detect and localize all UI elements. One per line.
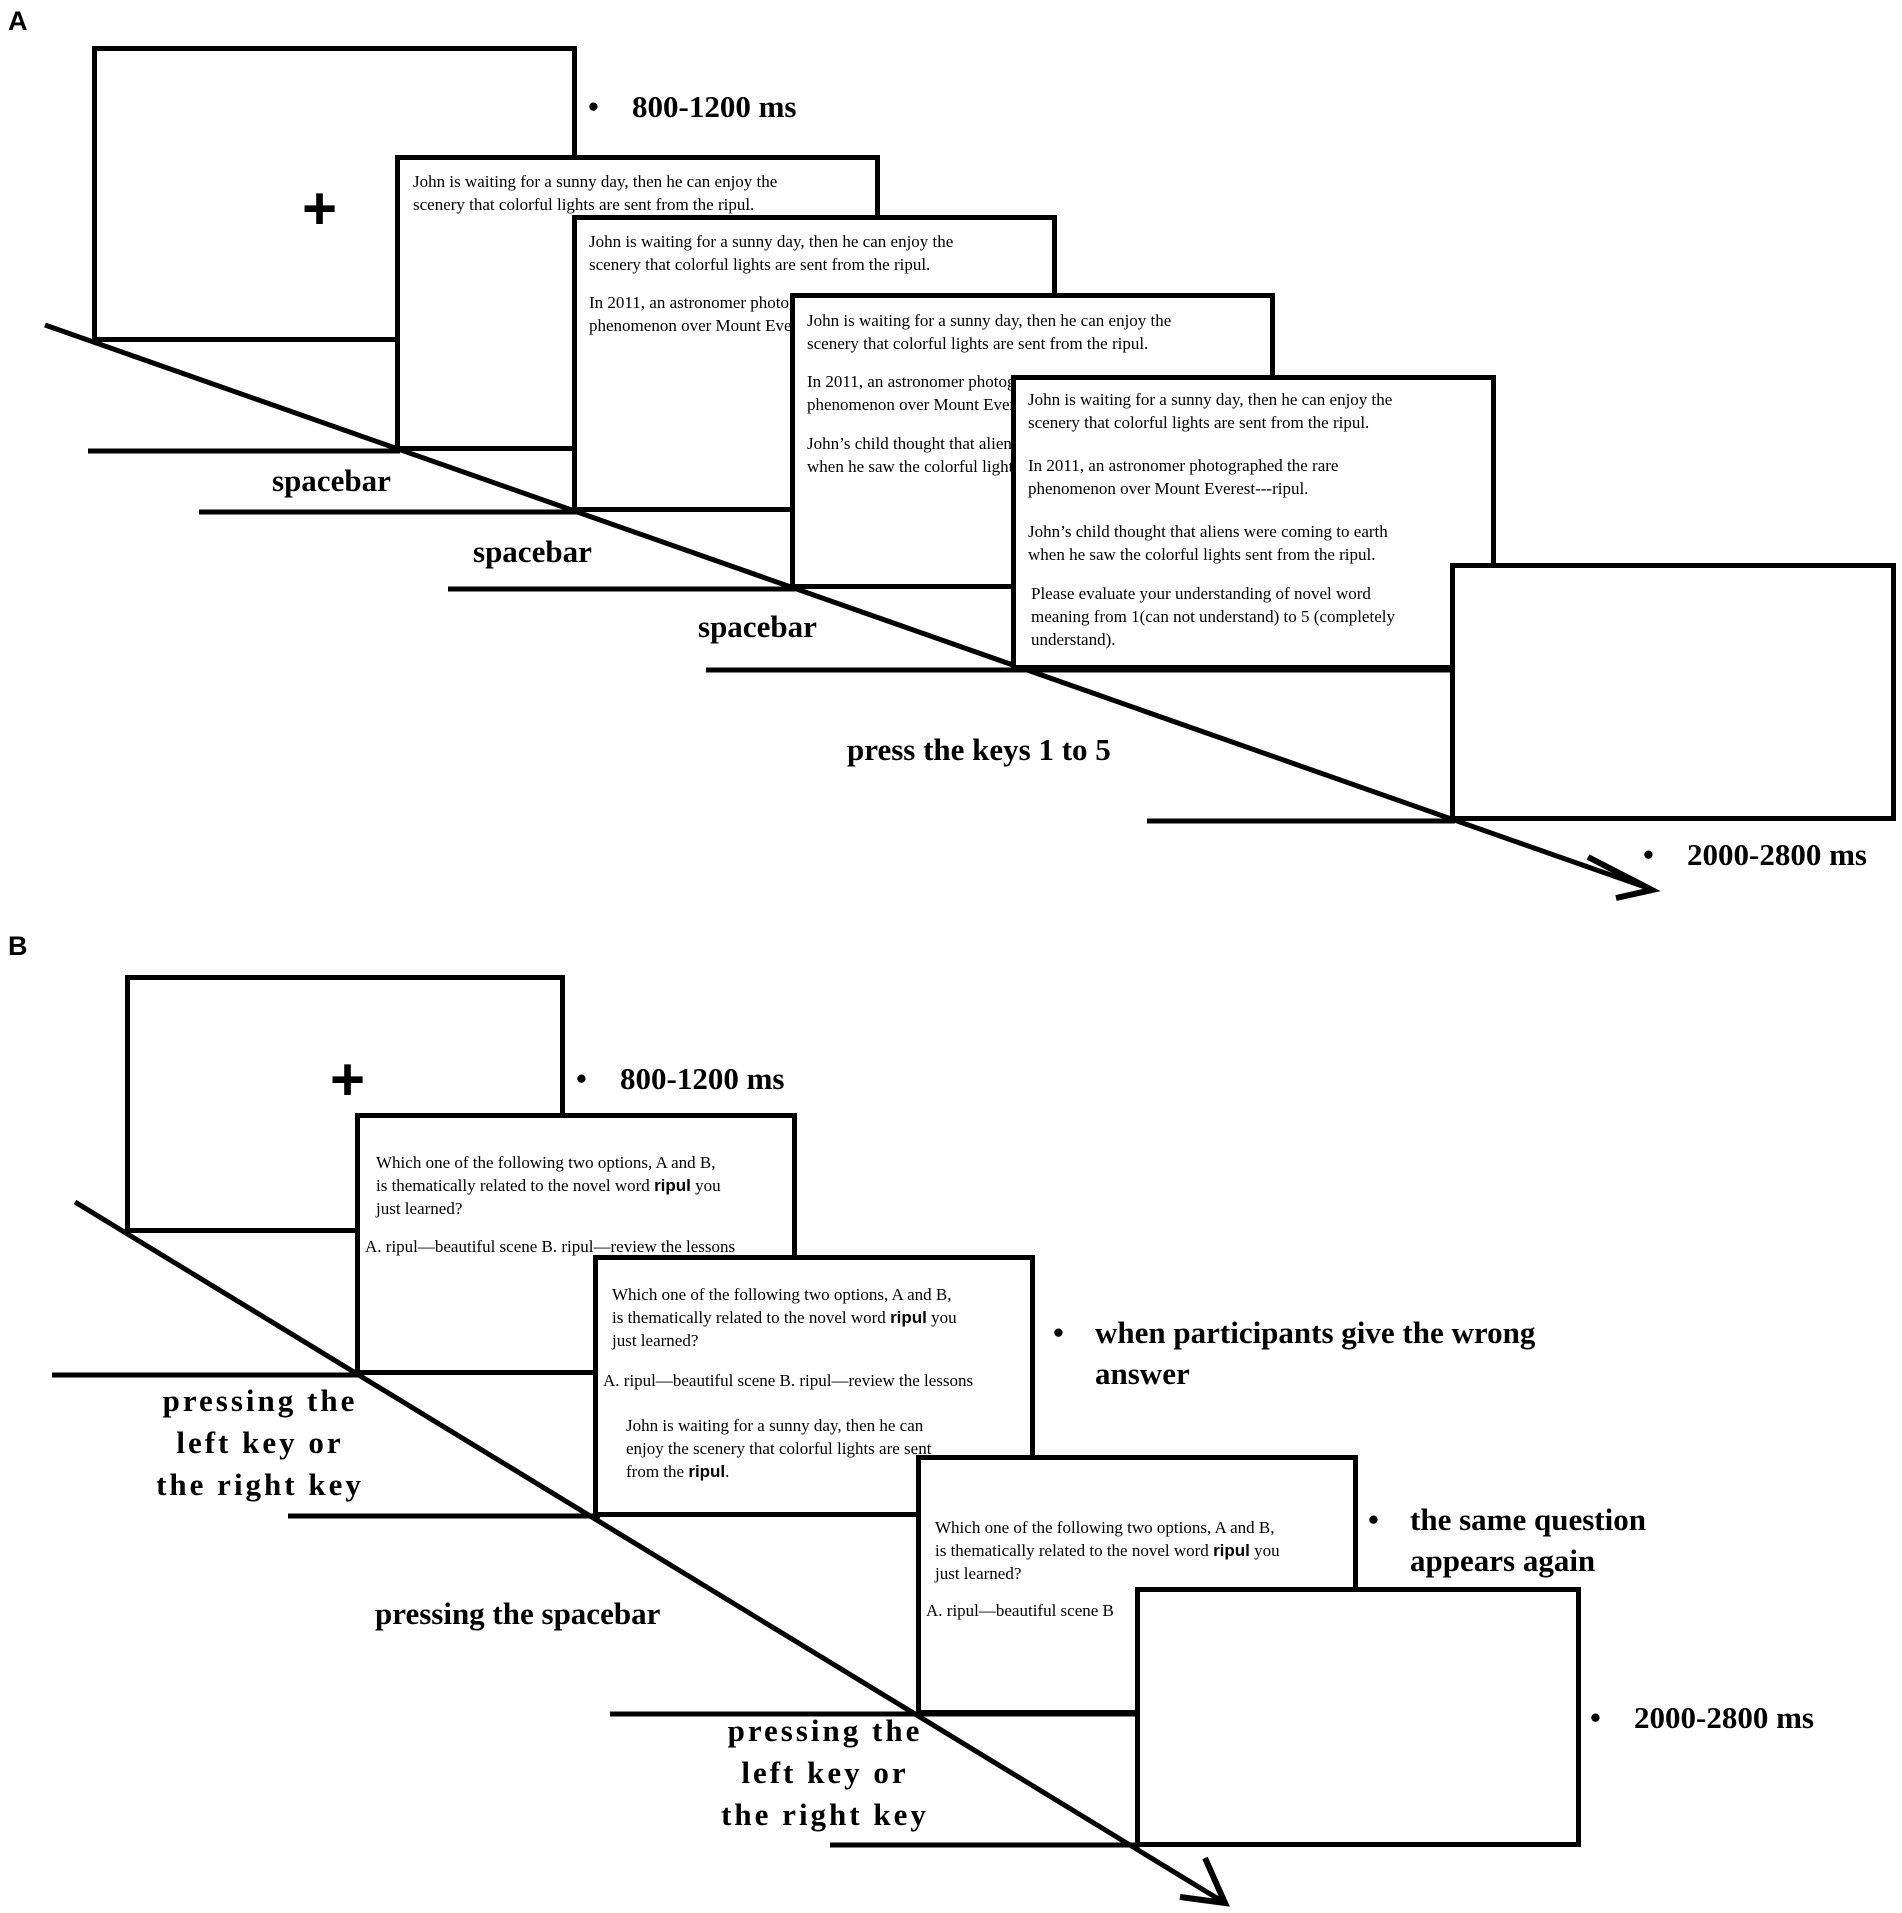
question-text: is thematically related to the novel wor… xyxy=(935,1541,1280,1560)
note-same-question-line2: appears again xyxy=(1410,1543,1596,1578)
question-text: Which one of the following two options, … xyxy=(376,1153,716,1172)
response-label-a-4: press the keys 1 to 5 xyxy=(847,732,1111,767)
answer-options: A. ripul—beautiful scene B. ripul—review… xyxy=(365,1237,736,1256)
stim-text: John is waiting for a sunny day, then he… xyxy=(413,172,778,191)
stim-text: phenomenon over Mount Everest---ripul. xyxy=(1028,479,1309,498)
stim-text: Please evaluate your understanding of no… xyxy=(1031,584,1371,603)
novel-word: ripul xyxy=(654,1176,691,1195)
response-label-b-1: pressing the left key or the right key xyxy=(156,1383,364,1502)
stim-text: scenery that colorful lights are sent fr… xyxy=(807,334,1149,353)
question-text: just learned? xyxy=(612,1331,699,1350)
response-label-b-3: pressing the left key or the right key xyxy=(721,1713,929,1832)
note-wrong-answer-line1: when participants give the wrong xyxy=(1095,1315,1536,1350)
rating-screen-a: John is waiting for a sunny day, then he… xyxy=(1011,375,1496,670)
timeline-arrowhead-a xyxy=(1586,854,1661,901)
note-wrong-answer-line2: answer xyxy=(1095,1356,1190,1391)
answer-options: A. ripul—beautiful scene B xyxy=(926,1601,1114,1620)
stim-text: In 2011, an astronomer photographed the … xyxy=(1028,456,1339,475)
question-text: just learned? xyxy=(935,1564,1022,1583)
stim-text: when he saw the colorful lights sent fro… xyxy=(1028,545,1376,564)
fixation-cross-a: + xyxy=(302,175,338,242)
stim-text: John is waiting for a sunny day, then he… xyxy=(807,311,1172,330)
blank-screen-b xyxy=(1135,1587,1581,1847)
response-label-b-2: pressing the spacebar xyxy=(375,1596,661,1631)
response-label-a-3: spacebar xyxy=(698,609,817,644)
response-label-a-1: spacebar xyxy=(272,463,391,498)
answer-options: A. ripul—beautiful scene B. ripul—review… xyxy=(603,1371,974,1390)
question-text: is thematically related to the novel wor… xyxy=(612,1308,957,1327)
stim-text: John is waiting for a sunny day, then he… xyxy=(589,232,954,251)
stim-text: scenery that colorful lights are sent fr… xyxy=(589,255,931,274)
fixation-cross-b: + xyxy=(330,1046,366,1113)
question-text: Which one of the following two options, … xyxy=(612,1285,952,1304)
blank-screen-a xyxy=(1450,563,1896,821)
feedback-text: enjoy the scenery that colorful lights a… xyxy=(626,1439,932,1458)
stim-text: scenery that colorful lights are sent fr… xyxy=(413,195,755,214)
feedback-text: John is waiting for a sunny day, then he… xyxy=(626,1416,924,1435)
feedback-screen-b: Which one of the following two options, … xyxy=(593,1255,1035,1517)
novel-word: ripul xyxy=(688,1462,726,1481)
novel-word: ripul xyxy=(1213,1541,1250,1560)
timeline-axis-a xyxy=(44,322,1646,890)
timeline-axis-b xyxy=(73,1199,1227,1906)
stim-text: scenery that colorful lights are sent fr… xyxy=(1028,413,1370,432)
timeline-arrowhead-b xyxy=(1179,1856,1230,1907)
question-text: is thematically related to the novel wor… xyxy=(376,1176,721,1195)
note-same-question-line1: the same question xyxy=(1410,1502,1646,1537)
stim-text: understand). xyxy=(1031,630,1116,649)
panel-label-a: A xyxy=(8,6,28,36)
novel-word: ripul xyxy=(890,1308,927,1327)
stim-text: John is waiting for a sunny day, then he… xyxy=(1028,390,1393,409)
question-text: Which one of the following two options, … xyxy=(935,1518,1275,1537)
stim-text: meaning from 1(can not understand) to 5 … xyxy=(1031,607,1395,626)
response-label-a-2: spacebar xyxy=(473,534,592,569)
feedback-text: from the ripul. xyxy=(626,1462,730,1481)
panel-label-b: B xyxy=(8,931,28,961)
question-text: just learned? xyxy=(376,1199,463,1218)
stim-text: John’s child thought that aliens were co… xyxy=(1028,522,1388,541)
